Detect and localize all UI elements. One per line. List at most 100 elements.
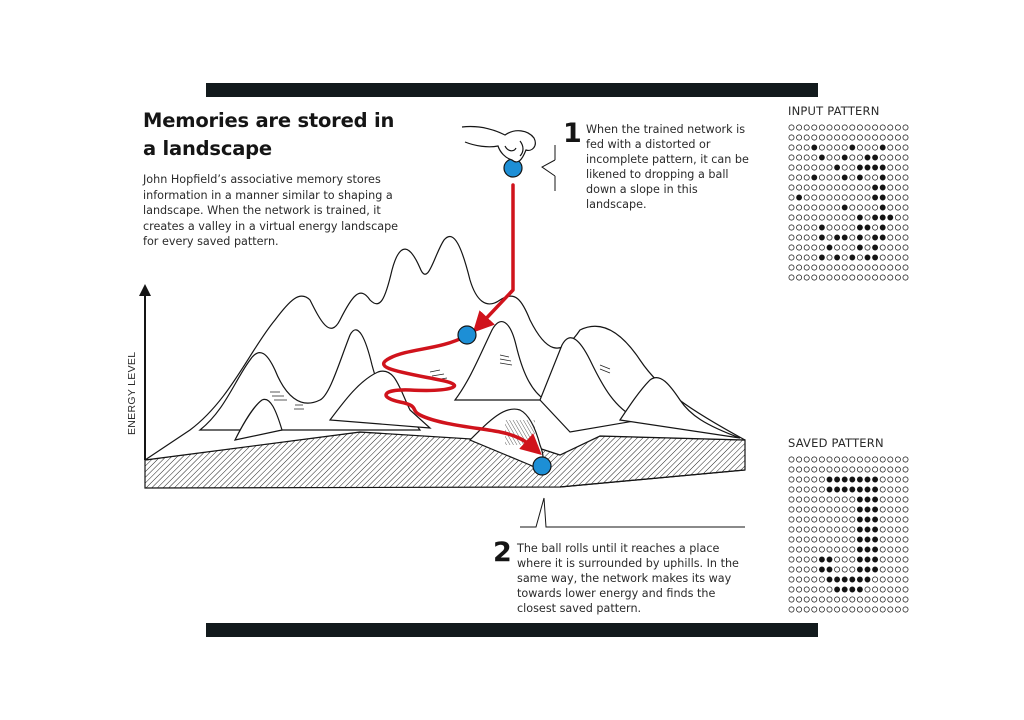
empty-dot [894,274,901,281]
empty-dot [864,466,871,473]
filled-dot [879,224,886,231]
empty-dot [796,546,803,553]
empty-dot [856,254,863,261]
empty-dot [849,194,856,201]
empty-dot [872,466,879,473]
empty-dot [796,476,803,483]
empty-dot [887,184,894,191]
empty-dot [788,606,795,613]
empty-dot [796,134,803,141]
filled-dot [818,566,825,573]
empty-dot [887,244,894,251]
empty-dot [811,496,818,503]
filled-dot [856,546,863,553]
empty-dot [826,174,833,181]
empty-dot [811,214,818,221]
empty-dot [796,566,803,573]
empty-dot [864,596,871,603]
empty-dot [788,154,795,161]
empty-dot [894,576,901,583]
empty-dot [803,144,810,151]
empty-dot [902,466,909,473]
empty-dot [864,244,871,251]
empty-dot [796,576,803,583]
empty-dot [826,506,833,513]
empty-dot [887,496,894,503]
hand-icon [461,125,536,163]
bottom-rule [206,623,818,637]
empty-dot [811,134,818,141]
filled-dot [826,566,833,573]
empty-dot [811,566,818,573]
filled-dot [856,476,863,483]
empty-dot [849,556,856,563]
empty-dot [879,566,886,573]
empty-dot [849,214,856,221]
empty-dot [879,466,886,473]
empty-dot [887,526,894,533]
empty-dot [811,154,818,161]
empty-dot [849,204,856,211]
empty-dot [803,134,810,141]
empty-dot [796,224,803,231]
empty-dot [826,516,833,523]
empty-dot [849,456,856,463]
empty-dot [864,606,871,613]
empty-dot [826,586,833,593]
empty-dot [803,596,810,603]
empty-dot [818,546,825,553]
empty-dot [849,154,856,161]
empty-dot [864,124,871,131]
empty-dot [803,586,810,593]
empty-dot [811,264,818,271]
empty-dot [894,566,901,573]
step2-text: The ball rolls until it reaches a place … [517,542,739,615]
empty-dot [834,556,841,563]
empty-dot [849,124,856,131]
empty-dot [826,164,833,171]
empty-dot [788,144,795,151]
empty-dot [902,566,909,573]
filled-dot [856,164,863,171]
empty-dot [872,586,879,593]
empty-dot [834,224,841,231]
filled-dot [849,144,856,151]
empty-dot [818,134,825,141]
filled-dot [856,526,863,533]
empty-dot [796,174,803,181]
empty-dot [788,596,795,603]
saved-pattern-label: SAVED PATTERN [788,436,884,450]
filled-dot [864,224,871,231]
filled-dot [872,516,879,523]
empty-dot [894,224,901,231]
empty-dot [902,254,909,261]
filled-dot [864,516,871,523]
empty-dot [811,576,818,583]
empty-dot [872,264,879,271]
empty-dot [849,234,856,241]
filled-dot [834,486,841,493]
empty-dot [902,134,909,141]
empty-dot [856,144,863,151]
empty-dot [864,274,871,281]
empty-dot [811,516,818,523]
descent-path [381,183,542,455]
empty-dot [879,134,886,141]
empty-dot [826,184,833,191]
empty-dot [826,144,833,151]
filled-dot [879,174,886,181]
empty-dot [879,576,886,583]
empty-dot [834,566,841,573]
empty-dot [834,546,841,553]
empty-dot [902,184,909,191]
empty-dot [849,264,856,271]
empty-dot [796,164,803,171]
empty-dot [788,526,795,533]
input-pattern-grid [788,124,909,281]
filled-dot [849,254,856,261]
empty-dot [902,516,909,523]
empty-dot [894,486,901,493]
empty-dot [887,134,894,141]
empty-dot [826,466,833,473]
empty-dot [902,154,909,161]
